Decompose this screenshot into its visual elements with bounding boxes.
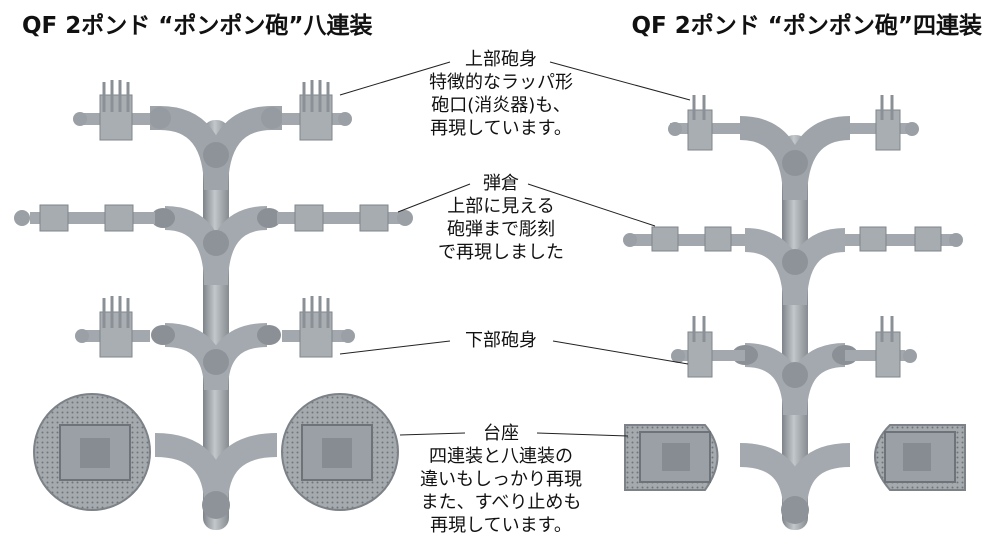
magazine-part-right-q [845,226,963,252]
callout-upper-barrel: 上部砲身 特徴的なラッパ形 砲口(消炎器)も、 再現しています。 [395,48,607,140]
callout-upper-barrel-line: 再現しています。 [430,118,572,139]
magazine-part-right [277,204,413,232]
upper-barrel-part-right-q [850,95,919,151]
sprue-quadruple [623,95,966,530]
main-runner-right [782,135,808,530]
callout-lower-barrel: 下部砲身 [395,329,607,352]
callout-base-line: また、すべり止めも [420,492,582,513]
callout-lower-barrel-heading: 下部砲身 [465,330,537,351]
callout-magazine-line: 上部に見える [447,196,555,217]
lower-barrel-part-right [282,296,355,358]
callout-magazine-heading: 弾倉 [483,173,519,194]
base-part-left-q [624,424,719,491]
callout-magazine: 弾倉 上部に見える 砲弾まで彫刻 で再現しました [395,172,607,264]
upper-barrel-part-right [282,80,352,141]
callout-base-line: 再現しています。 [430,515,572,536]
callout-upper-barrel-line: 砲口(消炎器)も、 [431,95,571,116]
magazine-part-left [14,204,155,232]
callout-base-line: 四連装と八連装の [429,446,573,467]
callout-base-line: 違いもしっかり再現 [420,469,582,490]
base-part-left [33,393,151,511]
callout-base-heading: 台座 [483,423,519,444]
callout-upper-barrel-line: 特徴的なラッパ形 [429,72,573,93]
lower-barrel-part-left [75,296,150,358]
callout-upper-barrel-heading: 上部砲身 [465,49,537,70]
callout-magazine-line: で再現しました [438,242,564,263]
title-quadruple: QF 2ポンド “ポンポン砲”四連装 [631,13,982,39]
base-part-right [281,393,399,511]
magazine-part-left-q [623,226,745,252]
base-part-right-q [874,424,966,491]
upper-barrel-part-left [73,80,150,141]
leader-lines [339,61,691,437]
title-octuple: QF 2ポンド “ポンポン砲”八連装 [22,13,373,39]
sprue-octuple [14,80,413,530]
main-runner [203,120,229,530]
callout-base: 台座 四連装と八連装の 違いもしっかり再現 また、すべり止めも 再現しています。 [395,422,607,537]
callout-magazine-line: 砲弾まで彫刻 [447,219,555,240]
upper-barrel-part-left-q [668,95,740,151]
lower-barrel-part-left-q [671,316,745,378]
lower-barrel-part-right-q [845,316,917,378]
